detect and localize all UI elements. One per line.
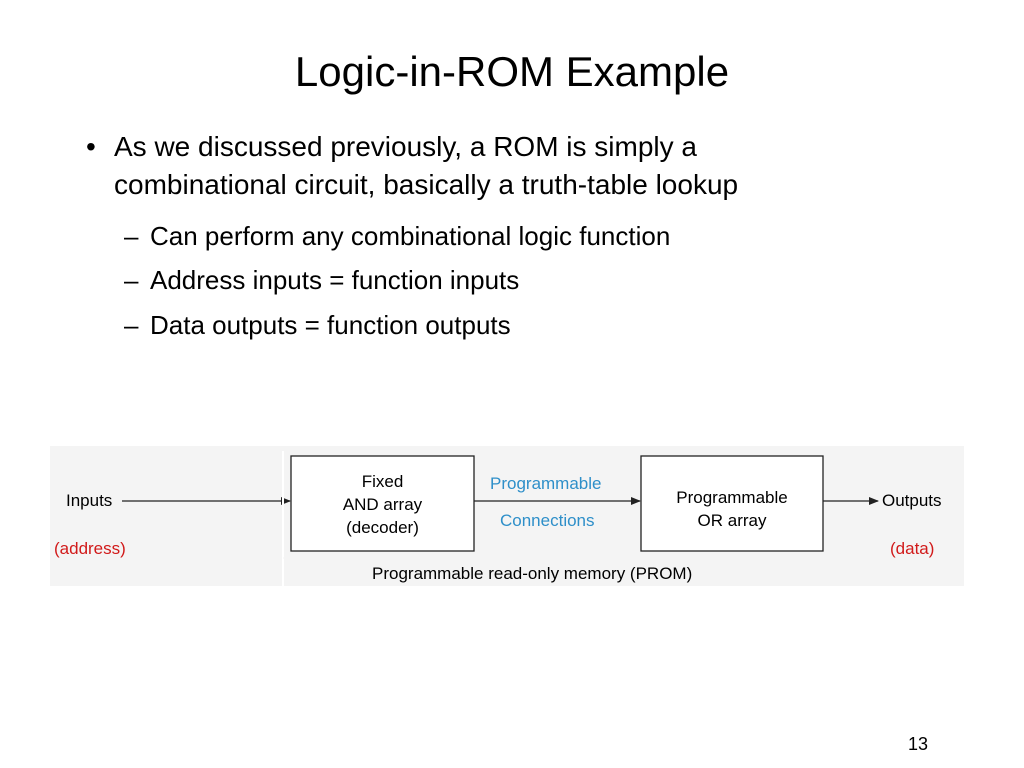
slide-title: Logic-in-ROM Example [294,48,730,95]
and-array-line-3: (decoder) [346,518,419,537]
sub-bullet-dash: – [124,310,139,340]
sub-bullet-3: –Data outputs = function outputs [124,308,944,342]
sub-bullet-text: Can perform any combinational logic func… [150,221,671,251]
bullet-line-1: As we discussed previously, a ROM is sim… [114,131,697,162]
and-array-box [290,455,475,552]
or-array-line-2: OR array [697,511,767,530]
and-array-text: Fixed AND array (decoder) [291,470,474,539]
programmable-connections-label: Programmable [490,474,602,493]
outputs-label: Outputs [882,491,942,510]
sub-bullet-dash: – [124,265,139,295]
outputs-data-label: (data) [890,539,935,558]
main-bullet: • As we discussed previously, a ROM is s… [86,128,946,204]
inputs-address-label: (address) [54,539,126,558]
sub-bullet-2: –Address inputs = function inputs [124,263,944,297]
or-array-box [640,455,824,552]
sub-bullet-text: Address inputs = function inputs [150,265,520,295]
and-array-line-2: AND array [342,495,423,514]
connections-label: Connections [500,511,595,530]
sub-bullet-text: Data outputs = function outputs [150,310,511,340]
page-number: 13 [908,734,929,754]
or-array-text: Programmable OR array [641,486,823,532]
bullet-marker: • [86,131,96,162]
inputs-label: Inputs [66,491,113,510]
sub-bullet-dash: – [124,221,139,251]
prom-caption: Programmable read-only memory (PROM) [372,564,693,583]
prom-diagram: Inputs (address) Fixed AND array (decode… [50,446,964,586]
sub-bullet-1: –Can perform any combinational logic fun… [124,219,944,253]
and-array-line-1: Fixed [361,472,404,491]
prom-diagram-lines [122,451,879,586]
or-array-line-1: Programmable [676,488,788,507]
bullet-line-2: combinational circuit, basically a truth… [114,169,739,200]
